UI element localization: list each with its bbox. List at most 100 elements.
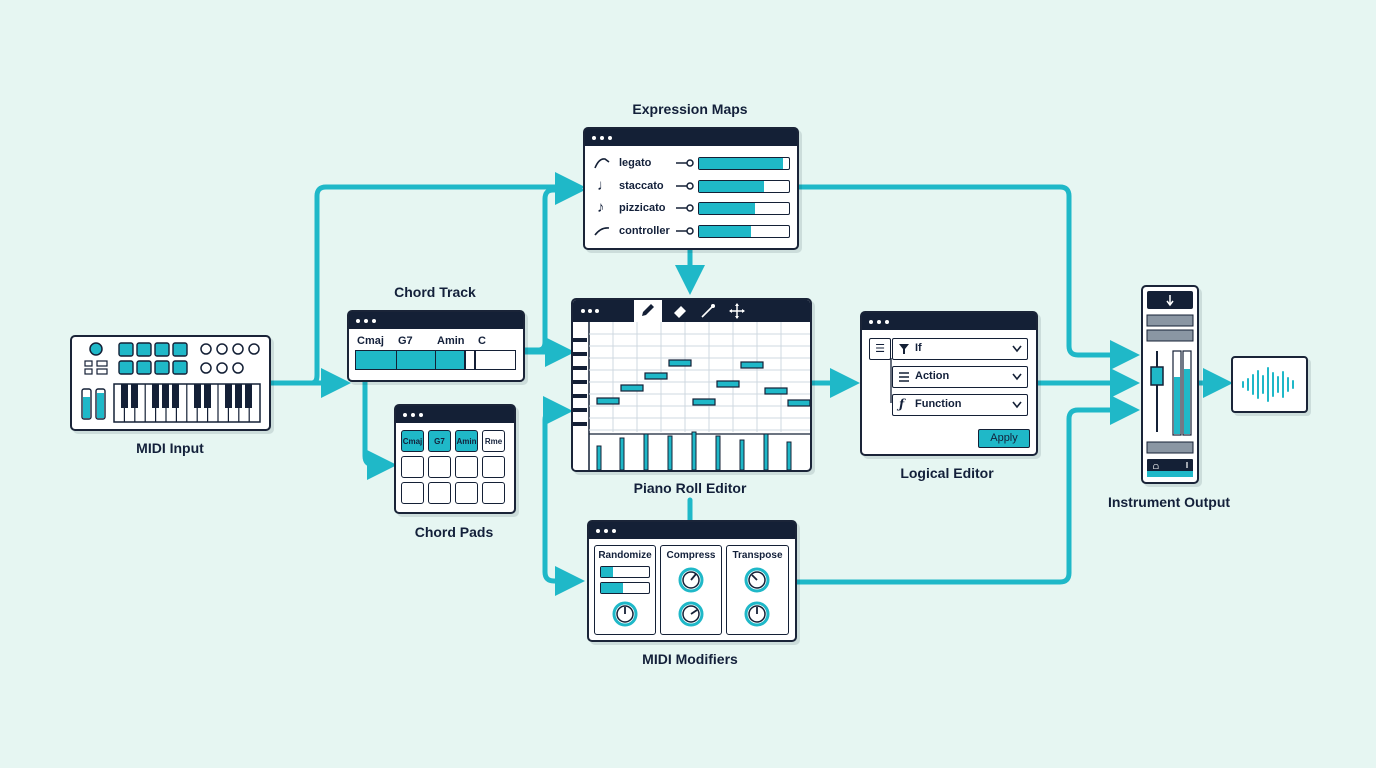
randomize-slider-2[interactable] [600,582,650,594]
chord-label-c: C [478,335,486,347]
chord-block-cmaj[interactable] [355,350,397,370]
chord-pad-amin[interactable]: Amin [455,430,478,452]
chord-label-cmaj: Cmaj [357,335,384,347]
instrument-channel-strip[interactable]: ᗝ [1141,285,1199,484]
modifier-transpose[interactable]: Transpose [726,545,789,635]
action-dropdown[interactable]: Action [892,366,1028,388]
chord-pad-empty[interactable] [428,456,451,478]
audio-waveform-box [1231,356,1308,413]
chord-pad-empty[interactable] [482,456,505,478]
expression-label-staccato: staccato [619,180,664,192]
chord-block-gap [465,350,475,370]
expression-bar-staccato[interactable] [698,180,790,193]
randomize-slider-1[interactable] [600,566,650,578]
randomize-knob[interactable] [611,600,639,628]
chord-pad-grid: Cmaj G7 Amin Rme [401,430,505,504]
transpose-knob-2[interactable] [743,600,771,628]
move-tool-button[interactable] [725,300,749,322]
chord-block-g7[interactable] [396,350,436,370]
chord-pads-titlebar [396,406,514,423]
move-icon [729,303,745,319]
chord-pads-panel[interactable]: Cmaj G7 Amin Rme [394,404,516,514]
label-chord-track: Chord Track [394,284,476,300]
chord-pad-g7[interactable]: G7 [428,430,451,452]
expression-maps-panel[interactable]: legato ♩ staccato ♪ pizzicato controller [583,127,799,250]
pencil-tool-button[interactable] [634,300,662,322]
modifier-title-compress: Compress [666,550,716,561]
expression-bar-controller[interactable] [698,225,790,238]
chord-track-panel[interactable]: Cmaj G7 Amin C [347,310,525,382]
filter-icon [899,344,909,354]
waveform-icon [1242,367,1294,402]
line-tool-icon [701,304,715,318]
apply-button[interactable]: Apply [978,429,1030,448]
chord-pad-empty[interactable] [455,456,478,478]
line-tool-button[interactable] [696,300,720,322]
expression-bar-pizzicato[interactable] [698,202,790,215]
midi-keyboard-controller[interactable] [70,335,271,431]
slider-knob-icon [676,182,694,190]
chord-block-c[interactable] [475,350,516,370]
chord-pad-empty[interactable] [455,482,478,504]
modifier-title-transpose: Transpose [732,550,783,561]
slider-knob-icon [676,159,694,167]
chord-pad-cmaj[interactable]: Cmaj [401,430,424,452]
modifier-compress[interactable]: Compress [660,545,722,635]
function-dropdown[interactable]: ƒ Function [892,394,1028,416]
svg-text:ᗝ: ᗝ [1153,463,1159,471]
flow-expression-maps-to-output [795,184,1140,370]
midi-modifiers-titlebar [589,522,795,539]
chord-pad-rme[interactable]: Rme [482,430,505,452]
legato-curve-icon [594,158,610,169]
flow-modifiers-to-piano-roll [542,396,573,543]
chevron-down-icon [1012,345,1022,353]
expression-label-pizzicato: pizzicato [619,202,666,214]
expression-maps-titlebar [585,129,797,146]
flow-piano-roll-to-modifiers [542,527,585,596]
down-arrow-icon [1166,295,1174,307]
eraser-tool-button[interactable] [668,300,692,322]
modifier-randomize[interactable]: Randomize [594,545,656,635]
rotary-knobs [200,343,260,374]
condition-label-if: If [915,342,922,354]
flow-midi-to-expression-maps [297,172,585,386]
pencil-icon [642,304,654,316]
label-expression-maps: Expression Maps [632,101,748,117]
expression-bar-legato[interactable] [698,157,790,170]
modifier-title-randomize: Randomize [598,550,652,561]
midi-modifiers-panel[interactable]: Randomize Compress Transpose [587,520,797,642]
controller-knob [89,342,103,356]
label-midi-modifiers: MIDI Modifiers [642,651,738,667]
list-view-icon[interactable]: ☰ [869,338,891,360]
channel-strip-illustration: ᗝ [1146,291,1194,477]
menu-lines-icon [899,372,909,382]
compress-knob-2[interactable] [677,600,705,628]
piano-roll-keys [573,338,587,426]
chord-pad-empty[interactable] [401,482,424,504]
action-label: Action [915,370,950,382]
velocity-bars [596,431,792,470]
transpose-knob-1[interactable] [743,566,771,594]
flow-modifiers-to-output [792,395,1140,585]
label-instrument-output: Instrument Output [1107,494,1231,510]
midi-controller-illustration [81,342,261,423]
chord-pad-empty[interactable] [428,482,451,504]
piano-roll-panel[interactable] [571,298,812,472]
logical-editor-panel[interactable]: ☰ If Action ƒ Function Apply [860,311,1038,456]
chord-pad-empty[interactable] [401,456,424,478]
eraser-icon [674,306,686,318]
function-icon: ƒ [899,397,905,411]
chord-block-amin[interactable] [435,350,465,370]
slider-knob-icon [676,227,694,235]
expression-label-controller: controller [619,225,670,237]
volume-fader-handle [1150,366,1164,386]
tree-connector [890,358,892,403]
drum-pads [118,342,188,375]
compress-knob-1[interactable] [677,566,705,594]
chevron-down-icon [1012,373,1022,381]
midi-notes [596,359,810,407]
chord-pad-empty[interactable] [482,482,505,504]
condition-dropdown-if[interactable]: If [892,338,1028,360]
flow-chord-track-to-chord-pads [362,377,397,480]
